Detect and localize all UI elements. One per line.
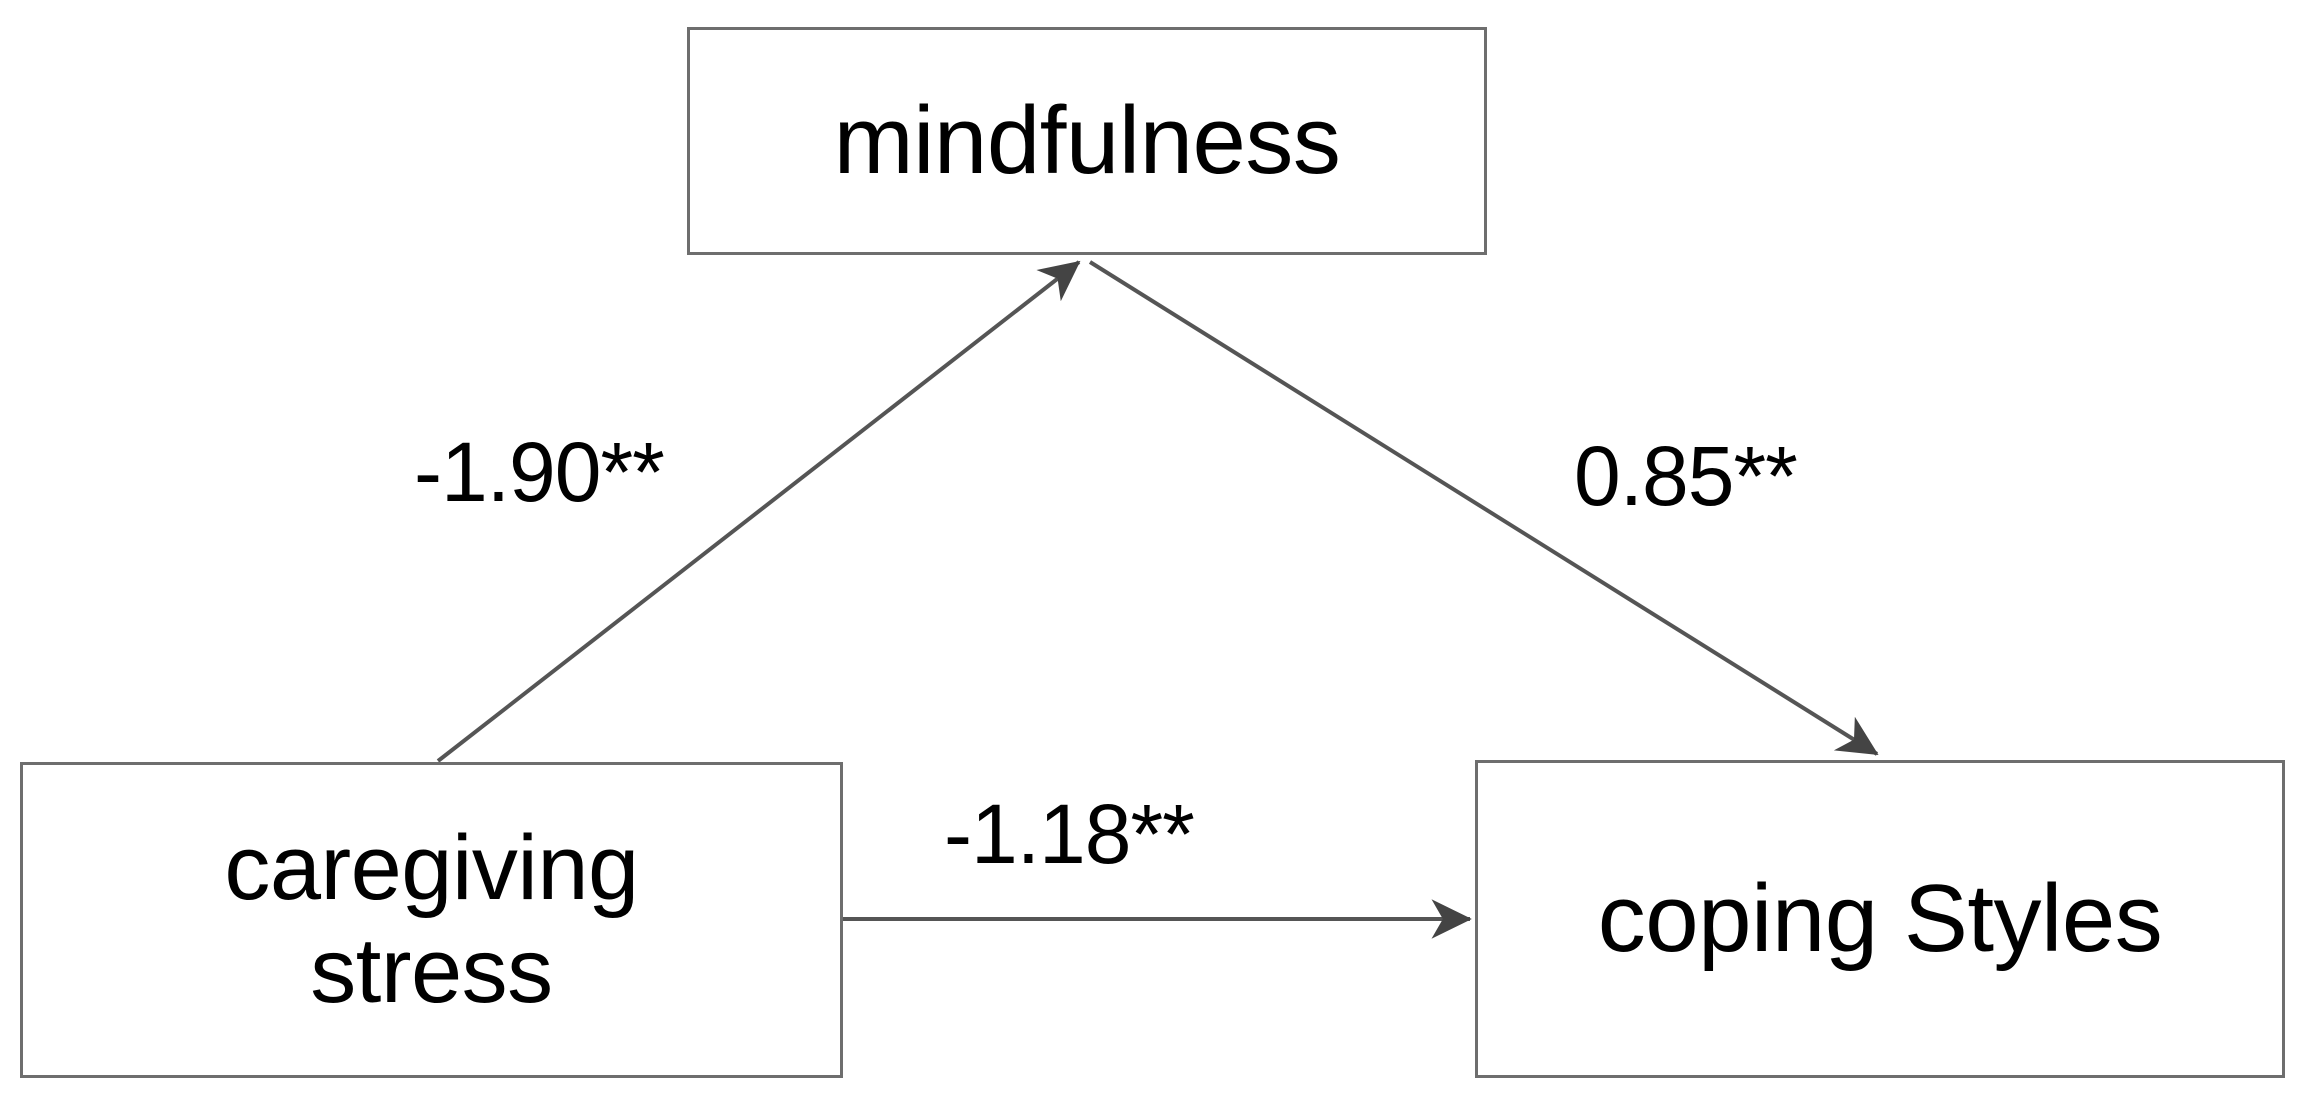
edge-label-stress-to-coping: -1.18**: [944, 787, 1195, 881]
edge-line-stress-to-mindfulness: [436, 260, 1081, 763]
edge-label-mindfulness-to-coping: 0.85**: [1574, 429, 1798, 523]
node-coping-styles[interactable]: coping Styles: [1475, 760, 2285, 1078]
node-mindfulness[interactable]: mindfulness: [687, 27, 1487, 255]
node-coping-styles-label: coping Styles: [1597, 865, 2163, 973]
node-mindfulness-label: mindfulness: [833, 87, 1341, 195]
edge-label-stress-to-mindfulness: -1.90**: [414, 425, 665, 519]
edge-line-mindfulness-to-coping: [1088, 260, 1879, 756]
node-caregiving-stress[interactable]: caregiving stress: [20, 762, 843, 1078]
node-caregiving-stress-label: caregiving stress: [224, 816, 639, 1022]
